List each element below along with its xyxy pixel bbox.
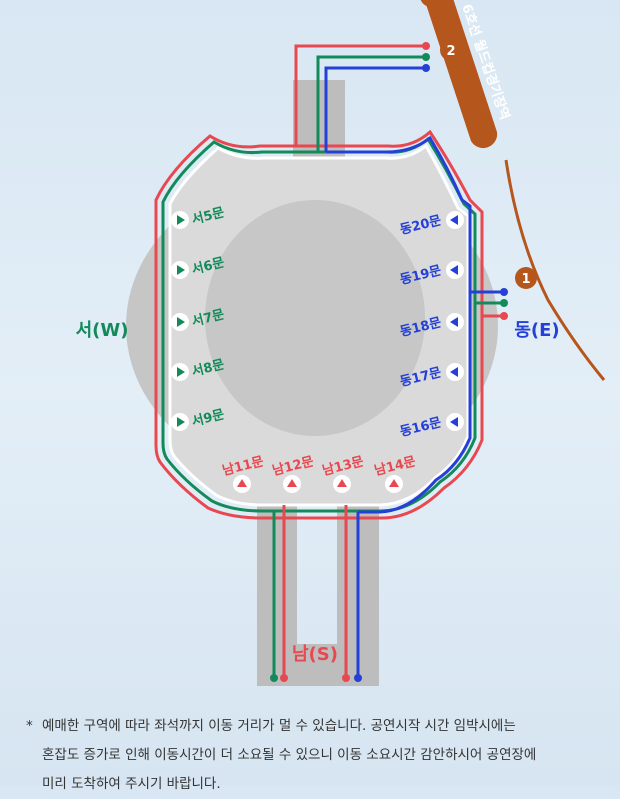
gate-arrow-icon bbox=[450, 367, 458, 377]
notice-line-2: 혼잡도 증가로 인해 이동시간이 더 소요될 수 있으니 이동 소요시간 감안하… bbox=[42, 747, 537, 763]
notice-line-1: 예매한 구역에 따라 좌석까지 이동 거리가 멀 수 있습니다. 공연시작 시간… bbox=[42, 718, 516, 734]
stadium-route-map: 6호선 월드컵경기장역 2 1 서(W) 동(E) 남(S) 서5문서6문서7문… bbox=[76, 0, 606, 686]
gate-arrow-icon bbox=[177, 265, 185, 275]
subway-station-pill bbox=[424, 0, 498, 149]
gate-arrow-icon bbox=[177, 215, 185, 225]
gate-arrow-icon bbox=[337, 479, 347, 487]
route-blue-north-end bbox=[422, 64, 430, 72]
route-blue-east-end bbox=[500, 288, 508, 296]
direction-south-label: 남(S) bbox=[292, 644, 338, 665]
gate-arrow-icon bbox=[389, 479, 399, 487]
route-green-south-end bbox=[270, 674, 278, 682]
route-green-east-end bbox=[500, 299, 508, 307]
subway-exit-1-marker bbox=[515, 267, 537, 289]
subway-exit-3-marker bbox=[420, 0, 442, 7]
subway-exit-2-marker bbox=[440, 39, 462, 61]
route-red-south-end bbox=[280, 674, 288, 682]
gate-arrow-icon bbox=[287, 479, 297, 487]
direction-west-label: 서(W) bbox=[76, 320, 129, 341]
route-green-north bbox=[316, 55, 426, 152]
gate-south-1[interactable]: 남11문 bbox=[221, 453, 266, 493]
direction-east-label: 동(E) bbox=[514, 320, 559, 341]
route-red-north-end bbox=[422, 42, 430, 50]
gate-arrow-icon bbox=[450, 317, 458, 327]
gate-arrow-icon bbox=[177, 417, 185, 427]
route-red-outline bbox=[154, 129, 484, 520]
notice-text: 예매한 구역에 따라 좌석까지 이동 거리가 멀 수 있습니다. 공연시작 시간… bbox=[40, 712, 606, 799]
gate-arrow-icon bbox=[177, 317, 185, 327]
gate-west-4[interactable]: 서8문 bbox=[171, 357, 226, 381]
south-walkway bbox=[257, 496, 379, 686]
gate-arrow-icon bbox=[450, 215, 458, 225]
gate-arrow-icon bbox=[177, 367, 185, 377]
subway-exit-1-label: 1 bbox=[521, 272, 530, 287]
gate-arrow-icon bbox=[450, 265, 458, 275]
route-red-north bbox=[294, 44, 426, 146]
route-red-south-2-end bbox=[342, 674, 350, 682]
route-green-north-end bbox=[422, 53, 430, 61]
notice: * 예매한 구역에 따라 좌석까지 이동 거리가 멀 수 있습니다. 공연시작 … bbox=[26, 712, 606, 799]
stadium-field bbox=[205, 200, 425, 436]
gate-arrow-icon bbox=[450, 417, 458, 427]
notice-marker: * bbox=[26, 718, 33, 734]
route-blue-east-outline bbox=[326, 135, 472, 514]
gate-arrow-icon bbox=[237, 479, 247, 487]
subway-exit-2-label: 2 bbox=[446, 44, 455, 59]
route-red-east-end bbox=[500, 312, 508, 320]
subway-line bbox=[504, 159, 606, 381]
route-blue-north bbox=[324, 66, 426, 152]
route-blue-south-end bbox=[354, 674, 362, 682]
